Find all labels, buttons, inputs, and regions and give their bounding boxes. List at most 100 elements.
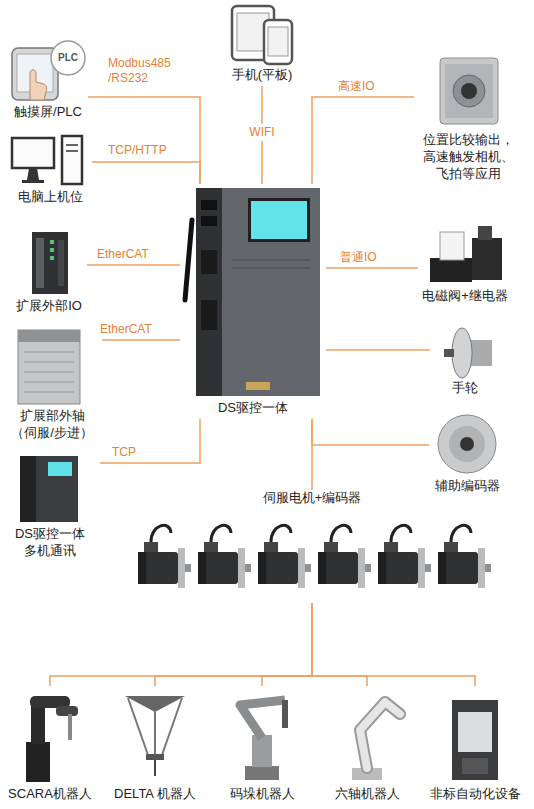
device-node: 扩展外部IO — [11, 228, 87, 317]
computer-icon — [12, 136, 82, 184]
connector — [326, 349, 430, 351]
node-label: 伺服电机+编码器 — [263, 490, 362, 507]
computer-icon-part — [22, 180, 44, 183]
delta-robot-part — [154, 710, 156, 755]
drive-controller-device-part — [201, 300, 217, 330]
ds-unit-icon-part — [20, 456, 36, 522]
scara-robot-part — [56, 706, 78, 716]
ds-unit-icon-part — [48, 462, 72, 476]
device-node: DELTA 机器人 — [110, 686, 200, 805]
device-node: 触摸屏/PLC — [8, 38, 88, 123]
servo-motors-part — [198, 525, 251, 588]
device-node: 六轴机器人 — [325, 686, 409, 805]
camera-icon-part — [440, 58, 498, 124]
drive-controller-device-part — [232, 267, 310, 269]
node-label: 手轮 — [452, 380, 478, 397]
connector — [50, 603, 312, 686]
encoder-icon-part — [438, 415, 496, 473]
io-module-icon-part — [32, 232, 68, 294]
handwheel-icon-part — [444, 349, 454, 357]
drive-controller-device-part — [201, 250, 217, 274]
tablet-phone-icon — [232, 6, 292, 64]
node-label: 电脑上机位 — [18, 189, 83, 206]
drive-controller-device-part — [196, 188, 320, 396]
palletizing-robot-part — [245, 766, 279, 780]
palletizing-robot-part — [252, 735, 272, 767]
node-label: 电磁阀+继电器 — [422, 288, 508, 305]
node-label: 扩展外部IO — [16, 298, 82, 315]
axis-drive-icon-part — [24, 372, 74, 373]
camera-icon-part — [445, 64, 493, 118]
ds-unit-icon-part — [20, 456, 78, 522]
device-node: 码垛机器人 — [220, 686, 304, 805]
device-node: 辅助编码器 — [429, 410, 505, 497]
axis-drive-icon-part — [18, 330, 80, 342]
palletizing-robot-part — [240, 700, 285, 738]
drive-controller-device-part — [185, 220, 192, 300]
node-label: DELTA 机器人 — [114, 786, 196, 803]
node-label: 位置比较输出， 高速触发相机、 飞拍等应用 — [418, 132, 518, 183]
camera-icon-part — [453, 75, 485, 107]
protocol-label: EtherCAT — [100, 322, 152, 337]
device-node: 手轮 — [430, 324, 500, 399]
node-label: 辅助编码器 — [435, 478, 500, 495]
node-label: DS驱控一体 多机通讯 — [4, 526, 96, 560]
io-module-icon-part — [50, 240, 54, 244]
connector — [155, 603, 312, 686]
solenoid-relay-icon — [430, 226, 502, 282]
node-label: 码垛机器人 — [230, 786, 295, 803]
io-module-icon — [32, 232, 68, 294]
connector — [312, 419, 429, 445]
drive-controller-device-part — [251, 201, 307, 239]
solenoid-relay-icon-part — [472, 238, 502, 280]
node-label: 非标自动化设备 — [430, 786, 521, 803]
handwheel-icon-part — [452, 328, 472, 378]
delta-robot-part — [162, 698, 182, 755]
touchscreen-plc-icon — [12, 41, 85, 100]
ds-unit-icon — [20, 456, 78, 522]
axis-drive-icon-part — [24, 362, 74, 363]
axis-drive-icon-part — [24, 352, 74, 353]
drive-controller-device-part — [222, 188, 320, 396]
connector — [88, 97, 200, 184]
camera-icon — [440, 58, 498, 124]
drive-controller-device-part — [201, 216, 217, 226]
node-label: 触摸屏/PLC — [14, 104, 82, 121]
protocol-label: TCP — [112, 445, 136, 460]
palletizing-robot — [240, 700, 288, 780]
axis-drive-icon-part — [24, 382, 74, 383]
axis-drive-icon-part — [18, 330, 80, 404]
six-axis-robot — [352, 702, 400, 780]
servo-motors-part — [318, 525, 371, 588]
encoder-icon — [438, 415, 496, 473]
axis-drive-icon — [18, 330, 80, 404]
automation-machine — [452, 700, 498, 780]
automation-machine-part — [458, 712, 492, 752]
drive-controller-device — [185, 188, 320, 396]
connector — [102, 339, 180, 341]
io-module-icon-part — [50, 256, 54, 260]
delta-robot-part — [154, 760, 156, 776]
tablet-phone-icon-part — [264, 20, 292, 64]
device-node: 非标自动化设备 — [426, 686, 525, 805]
computer-icon-part — [66, 144, 78, 146]
tablet-phone-icon-part — [268, 27, 288, 56]
connector — [312, 603, 367, 686]
computer-icon-part — [66, 150, 78, 152]
scara-robot-part — [26, 742, 50, 782]
io-module-icon-part — [58, 240, 64, 286]
device-node: SCARA机器人 — [4, 686, 96, 805]
servo-motors-part — [138, 525, 191, 588]
drive-controller-device-part — [248, 198, 310, 242]
six-axis-robot-part — [360, 702, 400, 768]
device-node: 电脑上机位 — [8, 132, 92, 208]
node-label: SCARA机器人 — [8, 786, 92, 803]
protocol-label: EtherCAT — [97, 247, 149, 262]
servo-motors-part — [378, 525, 431, 588]
drive-controller-device-part — [201, 200, 217, 210]
device-node: 扩展部外轴 （伺服/步进） — [2, 326, 102, 444]
icon-space — [128, 507, 496, 601]
computer-icon-part — [27, 168, 39, 180]
solenoid-relay-icon-part — [430, 258, 472, 282]
